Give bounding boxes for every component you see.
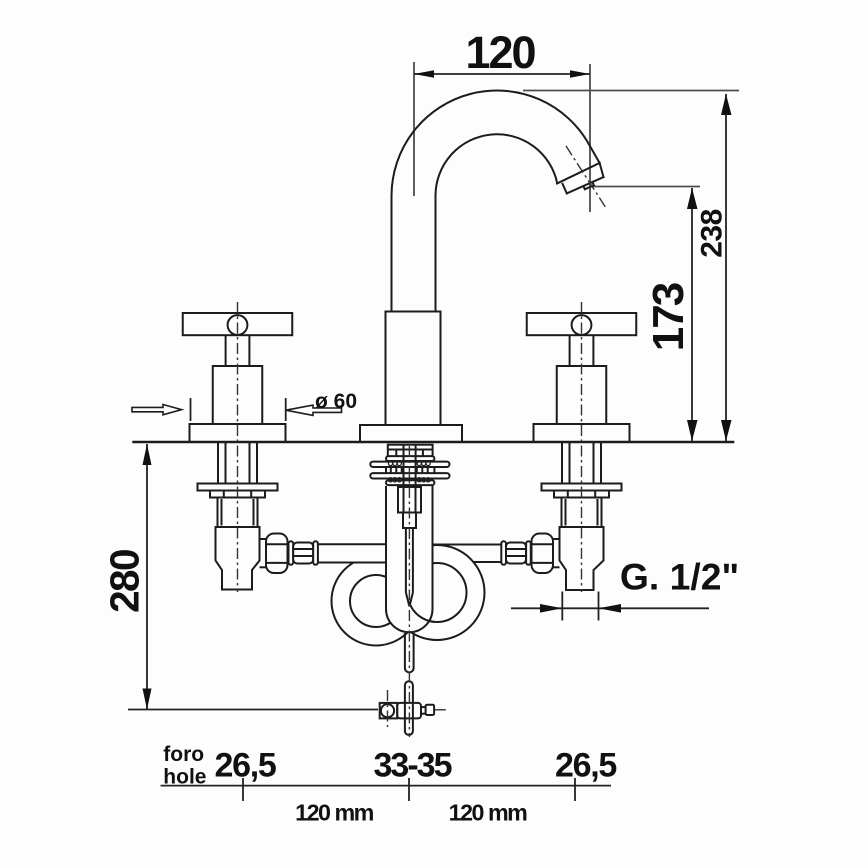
svg-text:hole: hole — [163, 766, 206, 789]
svg-text:33-35: 33-35 — [374, 747, 452, 785]
svg-text:120 mm: 120 mm — [449, 800, 528, 826]
svg-text:26,5: 26,5 — [215, 747, 276, 785]
svg-text:ø 60: ø 60 — [315, 390, 357, 413]
svg-text:foro: foro — [163, 743, 204, 766]
svg-text:120 mm: 120 mm — [295, 800, 374, 826]
svg-text:280: 280 — [102, 550, 148, 613]
svg-text:120: 120 — [465, 27, 535, 78]
svg-text:173: 173 — [644, 283, 693, 351]
svg-text:G. 1/2": G. 1/2" — [620, 556, 739, 598]
svg-text:238: 238 — [695, 209, 728, 258]
svg-text:26,5: 26,5 — [555, 747, 616, 785]
